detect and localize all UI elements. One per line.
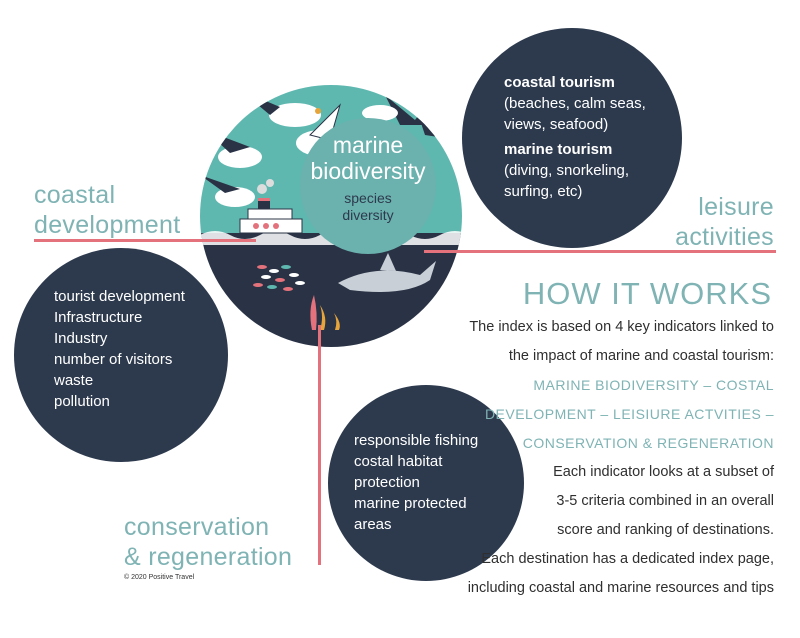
conservation-circle-list: responsible fishing costal habitat prote… xyxy=(354,430,478,535)
coastal-tourism-text-line2: views, seafood) xyxy=(504,116,609,133)
how-line: Each destination has a dedicated index p… xyxy=(481,551,774,567)
how-line: DEVELOPMENT – LEISIURE ACTVITIES – xyxy=(484,406,774,422)
leisure-activities-label: leisure activities xyxy=(675,192,774,252)
leisure-label-line1: leisure xyxy=(698,193,774,221)
copyright-text: © 2020 Positive Travel xyxy=(124,574,195,581)
coastal-tourism-heading: coastal tourism xyxy=(504,74,615,91)
conservation-divider-line xyxy=(318,325,321,565)
how-it-works-title: HOW IT WORKS xyxy=(522,276,772,311)
seagull-icon xyxy=(200,175,255,207)
leisure-activities-circle: coastal tourism (beaches, calm seas, vie… xyxy=(462,28,682,248)
coral-icon xyxy=(310,295,340,330)
shark-icon xyxy=(338,253,436,293)
how-line: including coastal and marine resources a… xyxy=(467,580,774,596)
coastal-development-label: coastal development xyxy=(34,180,180,240)
how-line: The index is based on 4 key indicators l… xyxy=(469,319,774,335)
conservation-regeneration-label: conservation & regeneration xyxy=(124,512,292,572)
marine-tourism-heading: marine tourism xyxy=(504,141,613,158)
coastal-label-line1: coastal xyxy=(34,181,116,209)
conservation-label-line1: conservation xyxy=(124,513,270,541)
ship-icon xyxy=(239,179,303,234)
center-subtitle-line1: species xyxy=(344,190,392,206)
how-line: Each indicator looks at a subset of xyxy=(553,464,774,480)
marine-tourism-text-line1: (diving, snorkeling, xyxy=(504,162,630,179)
conservation-item: costal habitat xyxy=(354,453,443,470)
center-title-line2: biodiversity xyxy=(310,158,426,184)
coastal-item: number of visitors xyxy=(54,351,173,368)
how-line: 3-5 criteria combined in an overall xyxy=(556,493,774,509)
fish-school-icon xyxy=(253,265,305,291)
how-line: CONSERVATION & REGENERATION xyxy=(522,435,774,451)
coastal-item: tourist development xyxy=(54,288,185,305)
how-line: MARINE BIODIVERSITY – COSTAL xyxy=(533,377,774,393)
how-it-works-body: The index is based on 4 key indicators l… xyxy=(468,317,774,607)
coastal-item: waste xyxy=(54,372,94,389)
coastal-circle-list: tourist development Infrastructure Indus… xyxy=(54,286,185,412)
conservation-item: areas xyxy=(354,516,392,533)
marine-biodiversity-illustration xyxy=(200,85,462,347)
coastal-item: Industry xyxy=(54,330,108,347)
how-line: score and ranking of destinations. xyxy=(557,522,774,538)
marine-biodiversity-badge: marine biodiversity species diversity xyxy=(300,118,436,254)
conservation-item: responsible fishing xyxy=(354,432,479,449)
leisure-label-line2: activities xyxy=(675,223,774,251)
coastal-tourism-text-line1: (beaches, calm seas, xyxy=(504,95,646,112)
leisure-divider-line xyxy=(424,250,776,253)
conservation-circle: responsible fishing costal habitat prote… xyxy=(328,385,524,581)
leisure-circle-content: coastal tourism (beaches, calm seas, vie… xyxy=(504,72,646,202)
marine-tourism-text-line2: surfing, etc) xyxy=(504,183,583,200)
conservation-item: marine protected xyxy=(354,495,467,512)
coastal-item: Infrastructure xyxy=(54,309,143,326)
coastal-divider-line xyxy=(34,239,256,242)
how-line: the impact of marine and coastal tourism… xyxy=(508,348,774,364)
conservation-label-line2: & regeneration xyxy=(124,543,293,571)
illustration-svg xyxy=(200,85,462,347)
conservation-item: protection xyxy=(354,474,420,491)
center-subtitle-line2: diversity xyxy=(342,207,394,223)
coastal-development-circle: tourist development Infrastructure Indus… xyxy=(14,248,228,462)
coastal-label-line2: development xyxy=(34,211,181,239)
coastal-item: pollution xyxy=(54,393,110,410)
center-title-line1: marine xyxy=(332,132,404,158)
